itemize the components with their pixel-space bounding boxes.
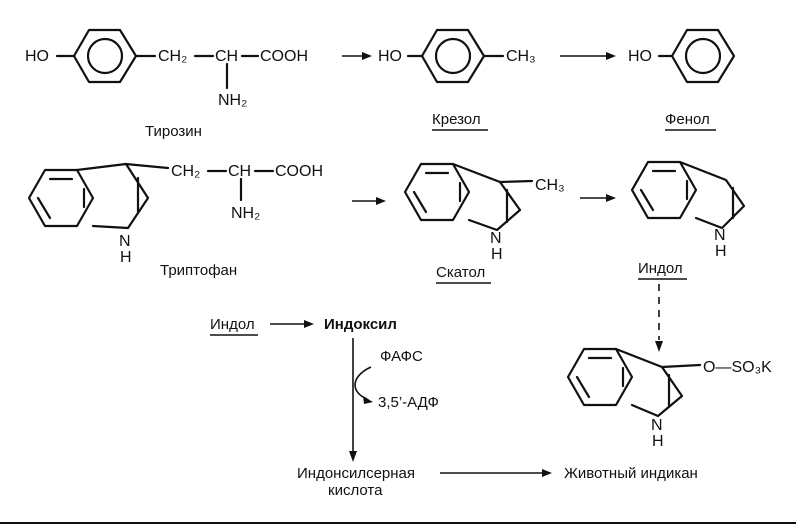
phenol-structure: HO Фенол (628, 28, 736, 131)
indole-structure: N H Индол (630, 160, 746, 280)
cresol-structure: HO CH₃ Крезол (378, 28, 536, 131)
indican-oso3k-label: O—SO₃K (703, 359, 772, 376)
indole-n-label: N (714, 227, 726, 244)
tryptophan-n-label: N (119, 233, 131, 250)
fafs-label: ФАФС (380, 348, 423, 365)
arrow-tyrosine-cresol (342, 52, 372, 60)
indole-benzene-ring (630, 160, 698, 220)
phenol-name: Фенол (665, 111, 710, 128)
indoxylsulfuric-name-line1: Индонсилсерная (297, 465, 415, 482)
tryptophan-benzene-ring (27, 168, 95, 228)
indican-structure: O—SO₃K N H (566, 347, 772, 450)
tryptophan-nh2-label: NH₂ (231, 205, 260, 222)
skatole-name: Скатол (436, 264, 485, 281)
indole-top-name: Индол (638, 260, 683, 277)
skatole-h-label: H (491, 246, 503, 263)
indican-h-label: H (652, 433, 664, 450)
phenol-ho-label: HO (628, 48, 652, 65)
tyrosine-cooh-label: COOH (260, 48, 308, 65)
skatole-benzene-ring (403, 162, 471, 222)
indole-h-label: H (715, 243, 727, 260)
tyrosine-ho-label: HO (25, 48, 49, 65)
cresol-ho-label: HO (378, 48, 402, 65)
arrow-cresol-phenol (560, 52, 616, 60)
skatole-n-label: N (490, 230, 502, 247)
indole-bottom-name: Индол (210, 316, 255, 333)
skatole-ch3-label: CH₃ (535, 177, 565, 194)
indican-n-label: N (651, 417, 663, 434)
cresol-benzene-ring (420, 28, 486, 84)
tyrosine-ch2-label: CH₂ (158, 48, 187, 65)
sulfuric-to-indican: Индонсилсерная кислота Животный индикан (297, 465, 698, 499)
arrow-tryptophan-skatole (352, 197, 386, 205)
arrow-indoxyl-sulfuric: ФАФС 3,5’-АДФ (349, 338, 439, 462)
tryptophan-structure: N H CH₂ CH COOH NH₂ Триптофан (27, 162, 323, 279)
adf-label: 3,5’-АДФ (378, 394, 439, 411)
tryptophan-h-label: H (120, 249, 132, 266)
tryptophan-ch2-label: CH₂ (171, 163, 200, 180)
tyrosine-name: Тирозин (145, 123, 202, 140)
indoxyl-name: Индоксил (324, 316, 397, 333)
indican-benzene-ring (566, 347, 634, 407)
cresol-ch3-label: CH₃ (506, 48, 536, 65)
cresol-name: Крезол (432, 111, 481, 128)
tryptophan-name: Триптофан (160, 262, 237, 279)
skatole-structure: CH₃ N H Скатол (403, 162, 565, 284)
phenol-benzene-ring (670, 28, 736, 84)
tyrosine-benzene-ring (72, 28, 138, 84)
tyrosine-ch-label: CH (215, 48, 238, 65)
arrow-indole-indican (655, 284, 663, 352)
indoxylsulfuric-name-line2: кислота (328, 482, 383, 499)
animal-indican-name: Животный индикан (564, 465, 698, 482)
tryptophan-ch-label: CH (228, 163, 251, 180)
tyrosine-nh2-label: NH₂ (218, 92, 247, 109)
arrow-skatole-indole (580, 194, 616, 202)
tryptophan-cooh-label: COOH (275, 163, 323, 180)
indoxyl-pathway: Индол Индоксил (210, 316, 397, 336)
tyrosine-structure: HO CH₂ CH COOH NH₂ Тирозин (25, 28, 308, 140)
